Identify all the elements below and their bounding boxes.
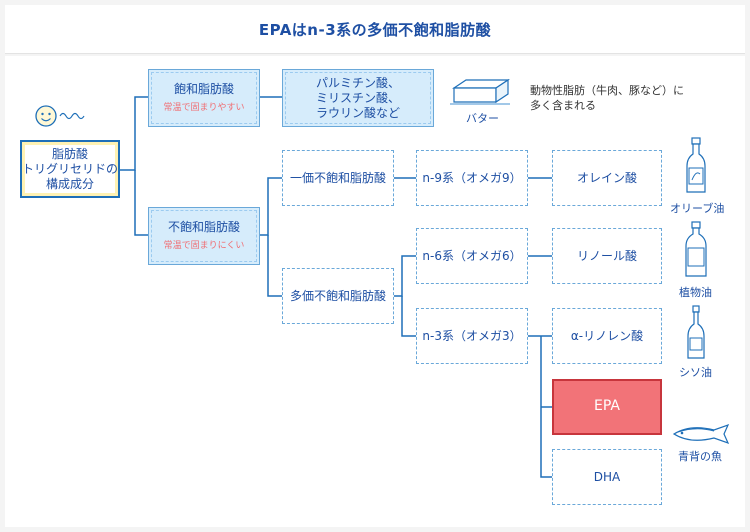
mono-label: 一価不飽和脂肪酸 [289, 170, 386, 185]
blue-fish-label: 青背の魚 [678, 450, 722, 463]
root-line-3: 構成成分 [45, 176, 94, 191]
linoleic-acid-box: リノール酸 [552, 228, 662, 284]
saturated-examples-box: パルミチン酸、 ミリスチン酸、 ラウリン酸など [282, 69, 434, 127]
olive-oil-bottle-icon [686, 137, 706, 193]
omega6-box: n-6系（オメガ6） [416, 228, 528, 284]
vegetable-oil-label: 植物油 [679, 286, 712, 299]
root-line-2: トリグリセリドの [22, 161, 119, 176]
poly-label: 多価不飽和脂肪酸 [289, 288, 386, 303]
examples-line-1: パルミチン酸、 [315, 75, 400, 90]
butter-description: 動物性脂肪（牛肉、豚など）に 多く含まれる [530, 84, 684, 114]
saturated-label: 飽和脂肪酸 [173, 81, 234, 96]
saturated-note: 常温で固まりやすい [163, 102, 245, 113]
olive-oil-label: オリーブ油 [670, 202, 725, 215]
perilla-oil-label: シソ油 [679, 366, 712, 379]
dha-label: DHA [593, 469, 621, 484]
omega3-box: n-3系（オメガ3） [416, 308, 528, 364]
perilla-oil-bottle-icon [687, 305, 705, 359]
root-fatty-acid-box: 脂肪酸 トリグリセリドの 構成成分 [20, 140, 120, 198]
polyunsaturated-box: 多価不飽和脂肪酸 [282, 268, 394, 324]
alpha-linolenic-acid-box: α-リノレン酸 [552, 308, 662, 364]
oleic-acid-box: オレイン酸 [552, 150, 662, 206]
examples-line-3: ラウリン酸など [315, 105, 400, 120]
oleic-label: オレイン酸 [576, 170, 637, 185]
diagram-title: EPAはn-3系の多価不飽和脂肪酸 [258, 20, 492, 39]
epa-box: EPA [552, 379, 662, 435]
dha-box: DHA [552, 449, 662, 505]
title-bar: EPAはn-3系の多価不飽和脂肪酸 [5, 5, 745, 54]
unsaturated-fatty-acid-box: 不飽和脂肪酸 常温で固まりにくい [148, 207, 260, 265]
butter-desc-line-2: 多く含まれる [530, 98, 596, 112]
examples-line-2: ミリスチン酸、 [315, 90, 400, 105]
saturated-fatty-acid-box: 飽和脂肪酸 常温で固まりやすい [148, 69, 260, 127]
n3-label: n-3系（オメガ3） [422, 328, 522, 343]
butter-icon [450, 78, 510, 105]
monounsaturated-box: 一価不飽和脂肪酸 [282, 150, 394, 206]
root-line-1: 脂肪酸 [51, 146, 88, 161]
fish-icon [672, 423, 730, 445]
omega9-box: n-9系（オメガ9） [416, 150, 528, 206]
alpha-linolenic-label: α-リノレン酸 [570, 328, 644, 343]
butter-label: バター [466, 112, 499, 125]
smiley-face-icon [35, 105, 85, 127]
unsaturated-note: 常温で固まりにくい [163, 240, 245, 251]
epa-label: EPA [594, 398, 620, 415]
n9-label: n-9系（オメガ9） [422, 170, 522, 185]
butter-desc-line-1: 動物性脂肪（牛肉、豚など）に [530, 84, 684, 97]
unsaturated-label: 不飽和脂肪酸 [167, 219, 240, 234]
linoleic-label: リノール酸 [576, 248, 637, 263]
vegetable-oil-bottle-icon [685, 221, 707, 277]
n6-label: n-6系（オメガ6） [422, 248, 522, 263]
